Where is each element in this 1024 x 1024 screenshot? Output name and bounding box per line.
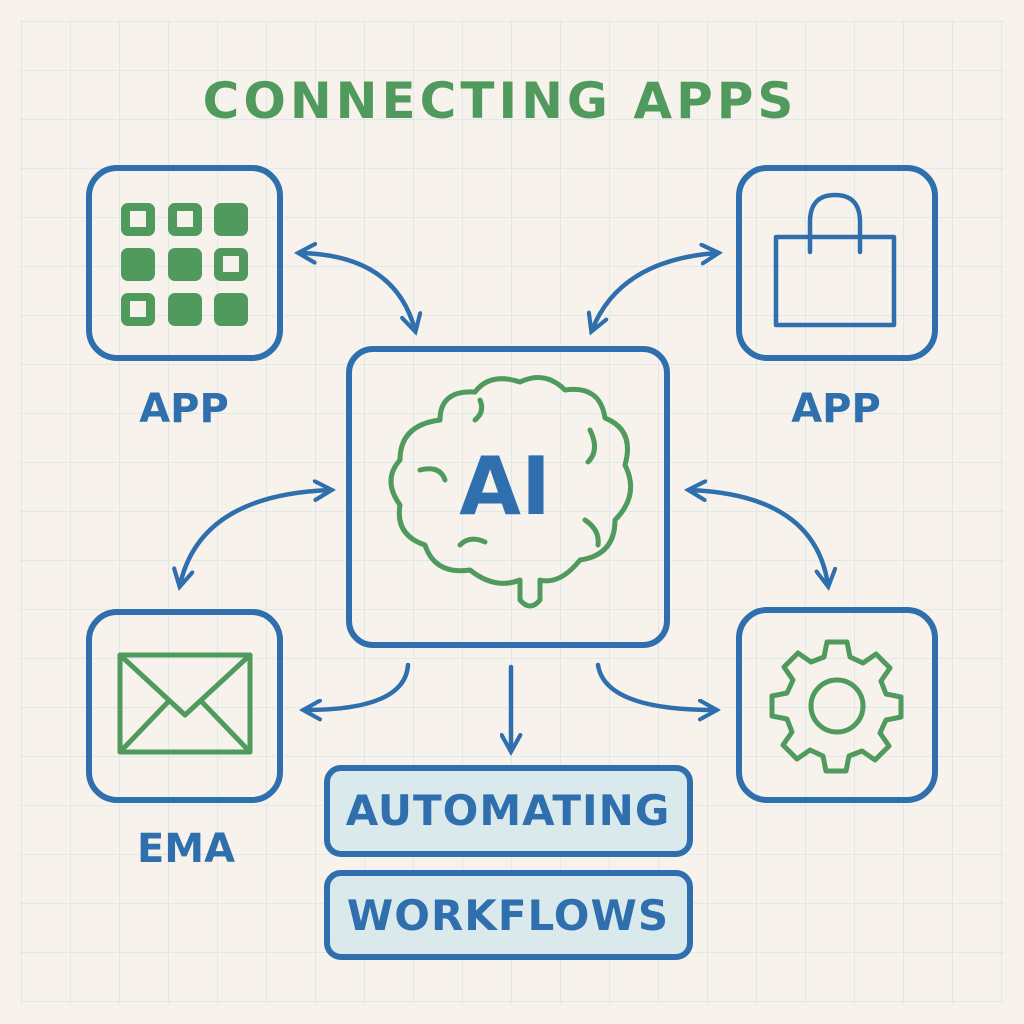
app-grid-icon [121,203,248,326]
gear-icon [769,639,904,774]
workflows-label-box: WORKFLOWS [324,870,693,960]
shopping-bag-icon [773,192,897,328]
brain-icon [388,375,634,609]
app-node-grid[interactable] [86,165,283,361]
connector-arrows [180,253,828,750]
ai-hub[interactable]: AI [346,346,670,648]
node-label: APP [139,386,229,432]
app-node-shop[interactable] [736,165,938,361]
automating-label-box: AUTOMATING [324,765,693,857]
ai-label: AI [459,440,551,533]
node-label: APP [791,386,881,432]
settings-node[interactable] [736,607,938,803]
node-label: EMA [137,826,235,872]
automating-label: AUTOMATING [346,786,671,835]
title: CONNECTING APPS [203,72,798,130]
workflows-label: WORKFLOWS [347,891,669,940]
email-node[interactable] [86,609,283,803]
envelope-icon [117,652,253,755]
